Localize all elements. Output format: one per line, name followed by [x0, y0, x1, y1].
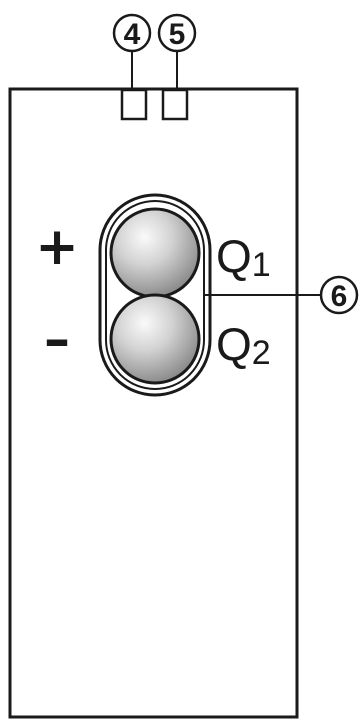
plus-sign: + — [35, 217, 79, 277]
callout-5: 5 — [157, 13, 197, 53]
q2-button[interactable] — [109, 293, 201, 385]
callout-6-label: 6 — [331, 280, 348, 313]
device-housing — [8, 87, 299, 719]
q1-button[interactable] — [109, 207, 201, 299]
q2-subscript: 2 — [252, 334, 271, 372]
q2-label: Q2 — [216, 318, 271, 372]
callout-6-circle — [319, 275, 359, 315]
callout-4-label: 4 — [124, 18, 141, 51]
q1-subscript: 1 — [252, 246, 271, 284]
callout-6: 6 — [319, 275, 359, 315]
q1-letter: Q — [216, 230, 252, 282]
callout-5-label: 5 — [169, 18, 186, 51]
q1-label: Q1 — [216, 230, 271, 284]
q2-letter: Q — [216, 318, 252, 370]
minus-sign: – — [44, 310, 70, 370]
terminal-5-connector — [161, 88, 189, 121]
callout-4: 4 — [112, 13, 152, 53]
terminal-4-connector — [120, 88, 148, 121]
